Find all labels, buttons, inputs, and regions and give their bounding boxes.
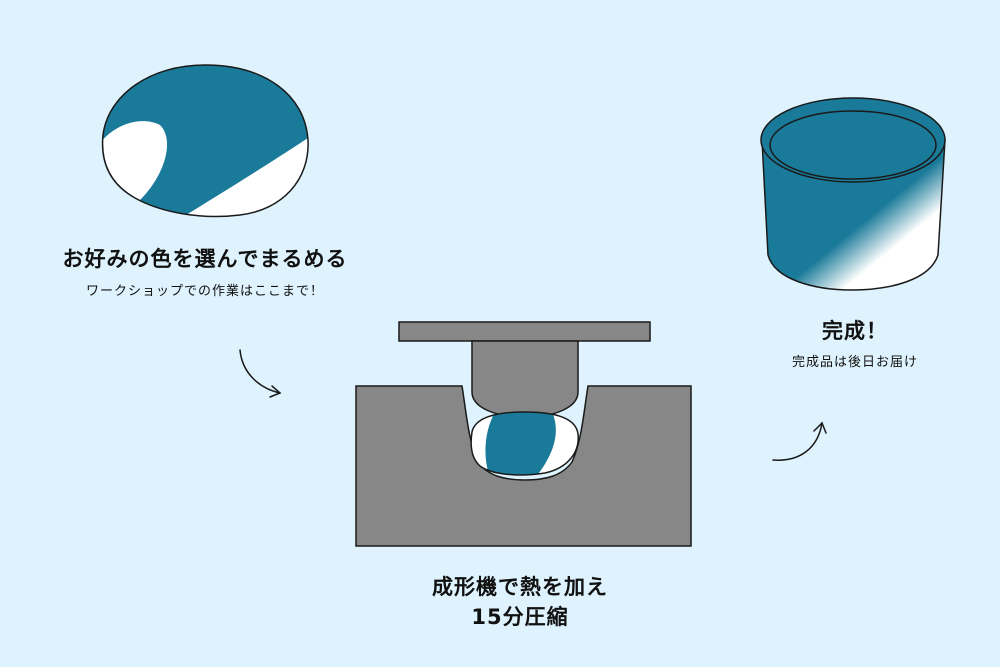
step2-title-line2: 15分圧縮 <box>471 605 569 629</box>
arrow-right-up-icon <box>772 421 827 461</box>
step3-subtitle: 完成品は後日お届け <box>791 355 918 370</box>
step3-title: 完成！ <box>822 319 888 343</box>
molding-machine <box>355 321 692 547</box>
finished-cup <box>760 97 946 291</box>
step1-subtitle: ワークショップでの作業はここまで！ <box>85 284 324 299</box>
arrow-right-down-icon <box>239 349 282 398</box>
material-ball <box>101 64 309 218</box>
step2-title-line1: 成形機で熱を加え <box>432 575 608 599</box>
step1-title: お好みの色を選んでまるめる <box>62 247 348 271</box>
